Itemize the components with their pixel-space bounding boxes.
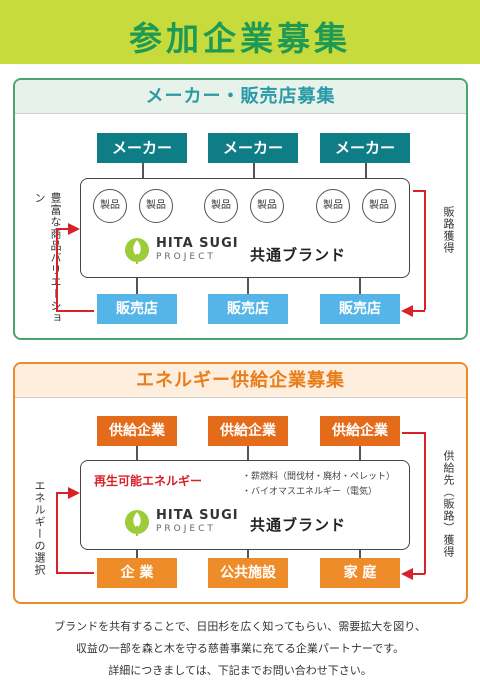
connector-line <box>253 163 255 181</box>
arrow-line <box>402 432 425 434</box>
maker-box: メーカー <box>320 133 410 163</box>
section-title-energy: エネルギー供給企業募集 <box>15 364 466 398</box>
shop-box: 販売店 <box>320 294 400 324</box>
product-circle: 製品 <box>204 189 238 223</box>
energy-choice-note: エネルギーの選択 <box>33 480 46 576</box>
connector-line <box>142 163 144 181</box>
shop-box: 販売店 <box>97 294 177 324</box>
maker-box: メーカー <box>208 133 298 163</box>
renewable-item: ・薪燃料（間伐材・廃材・ペレット） <box>242 472 396 482</box>
product-circle: 製品 <box>250 189 284 223</box>
arrow-line <box>410 310 425 312</box>
consumer-box: 家 庭 <box>320 558 400 588</box>
product-circle: 製品 <box>362 189 396 223</box>
variation-note: 豊富な商品バリエーション <box>33 192 62 324</box>
product-circle: 製品 <box>93 189 127 223</box>
logo-subtext: PROJECT <box>156 524 216 534</box>
arrow-line <box>413 190 425 192</box>
section-title-maker-shop: メーカー・販売店募集 <box>15 80 466 114</box>
hitasugi-logo: HITA SUGI PROJECT <box>124 236 244 266</box>
arrow-line <box>424 432 426 574</box>
logo-text: HITA SUGI <box>156 236 239 251</box>
arrow-line <box>56 572 94 574</box>
arrow-line <box>56 228 70 230</box>
spacer <box>112 166 172 168</box>
consumer-box: 企 業 <box>97 558 177 588</box>
product-circle: 製品 <box>139 189 173 223</box>
supplier-box: 供給企業 <box>320 416 400 446</box>
arrow-line <box>56 228 58 311</box>
connector-line <box>359 278 361 294</box>
arrow-line <box>56 492 58 573</box>
hitasugi-logo: HITA SUGI PROJECT <box>124 508 244 538</box>
footer-text-line: 収益の一部を森と木を守る慈善事業に充てる企業パートナーです。 <box>75 642 405 655</box>
consumer-box: 公共施設 <box>208 558 288 588</box>
connector-line <box>136 550 138 560</box>
supply-channel-note: 供給先（販路）獲得 <box>442 450 455 558</box>
connector-line <box>247 550 249 560</box>
page-title: 参加企業募集 <box>129 19 351 58</box>
footer-text-line: 詳細につきましては、下記までお問い合わせ下さい。 <box>108 664 372 677</box>
supplier-box: 供給企業 <box>97 416 177 446</box>
renewable-energy-title: 再生可能エネルギー <box>94 474 203 488</box>
common-brand-label: 共通ブランド <box>250 516 347 534</box>
arrow-line <box>56 492 70 494</box>
common-brand-label: 共通ブランド <box>250 246 347 264</box>
product-circle: 製品 <box>316 189 350 223</box>
sales-channel-note: 販路獲得 <box>442 206 455 254</box>
logo-subtext: PROJECT <box>156 252 216 262</box>
logo-text: HITA SUGI <box>156 508 239 523</box>
connector-line <box>247 446 249 462</box>
connector-line <box>359 550 361 560</box>
arrow-line <box>56 310 94 312</box>
connector-line <box>136 446 138 462</box>
supplier-box: 供給企業 <box>208 416 288 446</box>
arrow-left-icon <box>401 568 413 580</box>
shop-box: 販売店 <box>208 294 288 324</box>
brand-panel <box>80 460 410 550</box>
leaf-icon <box>125 510 149 536</box>
renewable-item: ・バイオマスエネルギー（電気） <box>242 487 378 497</box>
connector-line <box>365 163 367 181</box>
connector-line <box>247 278 249 294</box>
arrow-right-icon <box>68 487 80 499</box>
arrow-line <box>410 573 425 575</box>
arrow-right-icon <box>68 223 80 235</box>
arrow-line <box>424 190 426 310</box>
leaf-icon <box>125 238 149 264</box>
header-banner: 参加企業募集 <box>0 0 480 64</box>
connector-line <box>359 446 361 462</box>
connector-line <box>136 278 138 294</box>
arrow-left-icon <box>401 305 413 317</box>
maker-box: メーカー <box>97 133 187 163</box>
footer-text-line: ブランドを共有することで、日田杉を広く知ってもらい、需要拡大を図り、 <box>54 620 426 633</box>
